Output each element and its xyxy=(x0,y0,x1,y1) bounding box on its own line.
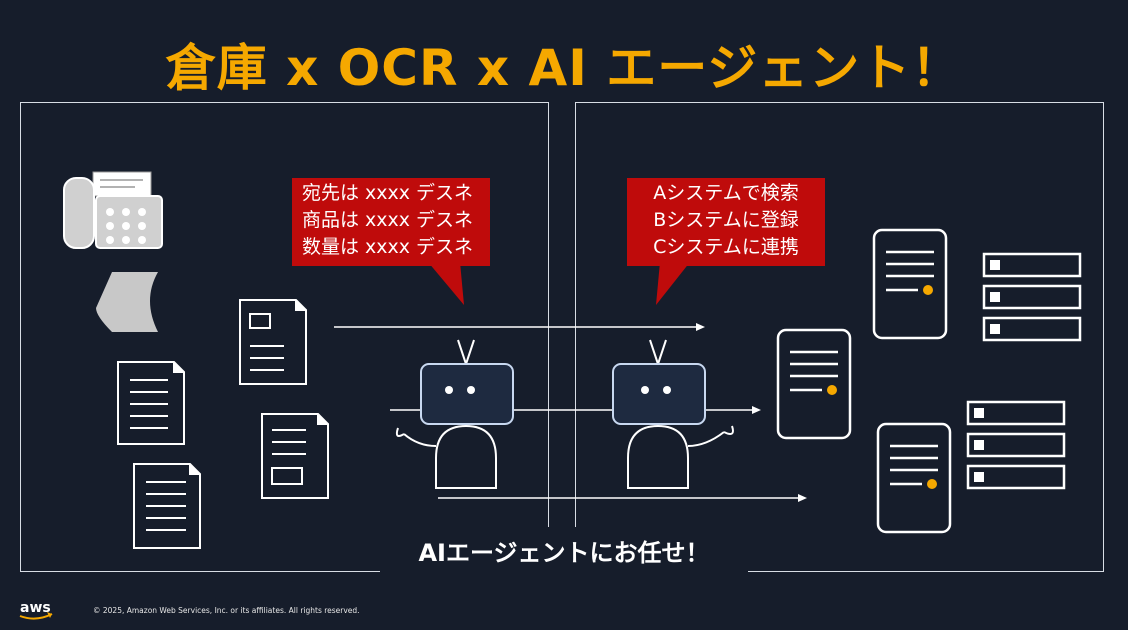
bubble-line: Cシステムに連携 xyxy=(653,236,799,258)
aws-logo: aws xyxy=(20,600,51,616)
robot-agent-icon xyxy=(395,339,514,489)
document-icon xyxy=(133,463,201,549)
right-panel-frame xyxy=(575,102,1104,572)
left-panel-frame xyxy=(20,102,549,572)
flow-arrow xyxy=(438,494,807,502)
ocr-speech-bubble: 宛先は xxxx デスネ 商品は xxxx デスネ 数量は xxxx デスネ xyxy=(292,178,490,266)
caption-banner: AIエージェントにお任せ！ xyxy=(380,527,748,573)
left-bubble-tail xyxy=(428,262,464,305)
bubble-line: Aシステムで検索 xyxy=(653,182,799,204)
bubble-line: Bシステムに登録 xyxy=(653,209,799,231)
fax-machine-icon xyxy=(63,171,163,249)
form-document-icon xyxy=(261,413,329,499)
bubble-line: 商品は xxxx デスネ xyxy=(302,209,474,231)
bubble-line: 宛先は xxxx デスネ xyxy=(302,182,474,204)
database-stack-icon xyxy=(982,252,1082,342)
server-icon xyxy=(876,422,952,534)
agent-speech-bubble: Aシステムで検索 Bシステムに登録 Cシステムに連携 xyxy=(627,178,825,266)
flow-arrow xyxy=(334,323,705,331)
server-icon xyxy=(872,228,948,340)
document-icon xyxy=(117,361,185,445)
copyright-text: © 2025, Amazon Web Services, Inc. or its… xyxy=(93,606,360,615)
slide-title: 倉庫 x OCR x AI エージェント！ xyxy=(165,39,963,97)
database-stack-icon xyxy=(966,400,1066,490)
form-document-icon xyxy=(239,299,307,385)
paper-roll-icon xyxy=(96,272,158,332)
right-bubble-tail xyxy=(656,262,690,305)
server-icon xyxy=(776,328,852,440)
bubble-line: 数量は xxxx デスネ xyxy=(302,236,474,258)
robot-agent-icon xyxy=(612,339,734,489)
